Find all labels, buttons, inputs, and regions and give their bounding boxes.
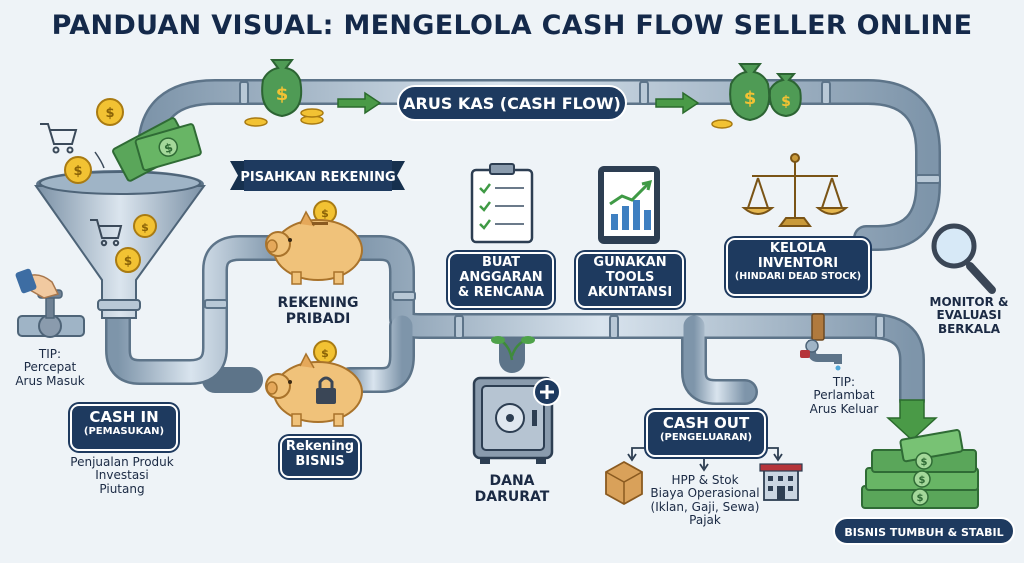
- cash-out-subtitle: (PENGELUARAN): [659, 432, 753, 444]
- package-box-icon: [605, 460, 643, 506]
- tip-out-line: Arus Keluar: [809, 401, 879, 416]
- tip-in-line: TIP:: [38, 347, 62, 361]
- bisnis-tumbuh-label: BISNIS TUMBUH & STABIL: [844, 526, 1003, 539]
- cash-in-title: CASH IN: [89, 408, 159, 426]
- tip-in-label: TIP: Percepat Arus Masuk: [10, 347, 90, 388]
- tools-line: GUNAKAN: [593, 255, 667, 270]
- svg-text:$: $: [321, 347, 329, 360]
- clipboard-checklist-icon: [470, 163, 534, 244]
- cash-out-item: Biaya Operasional: [650, 486, 760, 501]
- money-stack-icon: $ $ $: [861, 429, 979, 509]
- rekening-pribadi-line: REKENING: [277, 295, 359, 311]
- cash-out-item: HPP & Stok: [671, 473, 739, 487]
- anggaran-line: ANGGARAN: [459, 269, 543, 285]
- pisahkan-label: PISAHKAN REKENING: [240, 170, 395, 185]
- cash-out-items: HPP & Stok Biaya Operasional (Iklan, Gaj…: [640, 473, 770, 528]
- money-bag-icon: $: [244, 59, 324, 127]
- anggaran-line: & RENCANA: [457, 284, 545, 300]
- svg-text:$: $: [163, 140, 175, 156]
- inventori-line: KELOLA: [769, 241, 827, 256]
- arus-kas-label: ARUS KAS (CASH FLOW): [403, 94, 621, 113]
- rekening-bisnis-line: Rekening: [285, 439, 355, 454]
- faucet-icon: [800, 339, 842, 371]
- svg-text:$: $: [921, 457, 928, 468]
- shopping-cart-icon: [40, 123, 123, 247]
- inventori-line: INVENTORI: [757, 255, 839, 271]
- svg-text:$: $: [919, 475, 926, 486]
- monitor-line: MONITOR &: [929, 295, 1009, 309]
- flow-arrow-icon: [337, 91, 700, 115]
- svg-text:$: $: [917, 493, 924, 504]
- rekening-pribadi-label: REKENING PRIBADI: [262, 295, 374, 327]
- svg-text:$: $: [276, 84, 289, 105]
- cash-out-item: (Iklan, Gaji, Sewa): [650, 499, 760, 514]
- arrow-icon: [94, 151, 105, 169]
- dana-darurat-label: DANA DARURAT: [462, 473, 562, 505]
- balance-scale-icon: [741, 153, 849, 227]
- cash-out-title: CASH OUT: [662, 414, 750, 432]
- svg-text:$: $: [781, 94, 791, 110]
- tip-out-line: Perlambat: [813, 388, 875, 403]
- cash-out-badge: CASH OUT (PENGELUARAN): [646, 410, 766, 457]
- bisnis-tumbuh-banner: BISNIS TUMBUH & STABIL: [833, 517, 1015, 545]
- safe-icon: [472, 336, 561, 464]
- dana-line: DARURAT: [474, 488, 550, 505]
- monitor-label: MONITOR & EVALUASI BERKALA: [918, 295, 1020, 336]
- money-bag-icon: $ $: [711, 63, 802, 129]
- pisahkan-rekening-ribbon: PISAHKAN REKENING: [230, 160, 405, 191]
- office-building-icon: [759, 463, 803, 501]
- rekening-pribadi-line: PRIBADI: [285, 310, 351, 327]
- tools-badge: GUNAKAN TOOLS AKUNTANSI: [576, 252, 684, 308]
- gold-coin-icon: $ $ $ $ $ $: [64, 98, 337, 364]
- anggaran-line: BUAT: [482, 255, 520, 270]
- svg-text:$: $: [744, 88, 757, 109]
- cash-out-item: Pajak: [689, 513, 721, 528]
- cash-in-item: Investasi: [95, 468, 149, 483]
- tip-out-line: TIP:: [832, 375, 856, 389]
- inventori-badge: KELOLA INVENTORI (HINDARI DEAD STOCK): [726, 238, 870, 296]
- tools-line: TOOLS: [605, 269, 655, 285]
- svg-text:$: $: [73, 164, 82, 179]
- piggy-bank-icon: [265, 210, 363, 285]
- monitor-line: BERKALA: [937, 321, 1001, 336]
- arus-kas-banner: ARUS KAS (CASH FLOW): [397, 85, 627, 121]
- anggaran-badge: BUAT ANGGARAN & RENCANA: [448, 252, 554, 308]
- down-arrow-icon: [886, 399, 938, 442]
- piggy-bank-lock-icon: [265, 352, 363, 427]
- cash-in-item: Penjualan Produk: [70, 455, 174, 469]
- cash-in-items: Penjualan Produk Investasi Piutang: [60, 455, 184, 496]
- cash-in-subtitle: (PEMASUKAN): [83, 426, 165, 438]
- valve-hand-icon: [15, 268, 85, 338]
- svg-text:$: $: [141, 221, 149, 234]
- page-title: PANDUAN VISUAL: MENGELOLA CASH FLOW SELL…: [51, 10, 973, 41]
- svg-text:$: $: [124, 254, 132, 268]
- tools-line: AKUNTANSI: [587, 284, 673, 300]
- monitor-line: EVALUASI: [936, 308, 1002, 323]
- rekening-bisnis-badge: Rekening BISNIS: [280, 436, 360, 478]
- tip-in-line: Percepat: [23, 360, 77, 375]
- tablet-chart-icon: [598, 166, 660, 244]
- tip-in-line: Arus Masuk: [15, 373, 85, 388]
- inventori-line: (HINDARI DEAD STOCK): [734, 270, 862, 282]
- tip-out-label: TIP: Perlambat Arus Keluar: [800, 375, 888, 416]
- svg-text:$: $: [105, 106, 114, 121]
- rekening-bisnis-line: BISNIS: [295, 453, 345, 469]
- cash-in-item: Piutang: [99, 481, 145, 496]
- money-bills-icon: $ $: [112, 117, 202, 182]
- magnifier-icon: [931, 223, 996, 294]
- svg-text:$: $: [321, 207, 329, 220]
- dana-line: DANA: [489, 473, 535, 489]
- cash-in-badge: CASH IN (PEMASUKAN): [70, 404, 178, 451]
